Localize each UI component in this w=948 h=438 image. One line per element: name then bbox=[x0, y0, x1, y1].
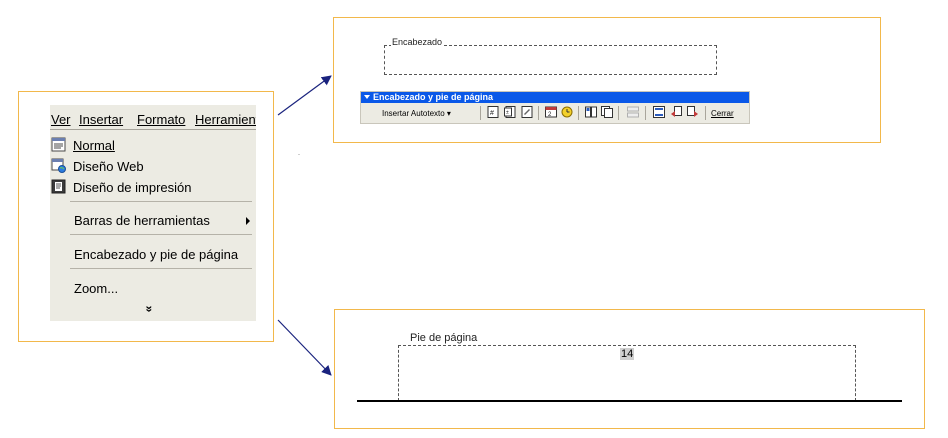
switch-header-footer-icon[interactable] bbox=[653, 106, 665, 118]
toolbar-separator bbox=[578, 106, 579, 120]
same-as-previous-icon[interactable] bbox=[627, 106, 639, 118]
normal-view-icon bbox=[51, 137, 66, 152]
menu-item-label: Encabezado y pie de página bbox=[74, 247, 239, 262]
stray-dot bbox=[298, 154, 300, 155]
print-layout-icon bbox=[51, 179, 66, 194]
toolbar-separator bbox=[538, 106, 539, 120]
menu-item-label: Diseño Web bbox=[73, 159, 144, 174]
header-area[interactable] bbox=[384, 45, 717, 75]
toolbar-separator bbox=[645, 106, 646, 120]
show-hide-document-text-icon[interactable] bbox=[601, 106, 613, 118]
menu-separator bbox=[70, 234, 252, 235]
footer-editing-frame: Pie de página 14 bbox=[334, 309, 925, 429]
header-caption: Encabezado bbox=[391, 37, 444, 47]
page-number-icon[interactable]: # bbox=[487, 106, 499, 118]
footer-caption: Pie de página bbox=[409, 332, 479, 344]
view-menu: Ver Insertar Formato Herramient Normal bbox=[50, 105, 256, 321]
menu-item-label: Barras de herramientas bbox=[74, 213, 210, 228]
menu-item-label: Normal bbox=[73, 138, 115, 153]
menu-item-label: Zoom... bbox=[74, 281, 119, 296]
arrow-to-header bbox=[277, 75, 332, 116]
menu-bar: Ver Insertar Formato Herramient bbox=[50, 108, 256, 128]
show-next-icon[interactable] bbox=[687, 106, 699, 118]
menu-item-normal[interactable]: Normal bbox=[50, 136, 256, 156]
insert-autotext-button[interactable]: Insertar Autotexto ▾ bbox=[382, 109, 451, 118]
page-bottom-line bbox=[357, 400, 902, 402]
insert-time-icon[interactable] bbox=[561, 106, 573, 118]
toolbar-separator bbox=[480, 106, 481, 120]
format-page-number-icon[interactable] bbox=[521, 106, 533, 118]
menu-item-label: Diseño de impresión bbox=[73, 180, 192, 195]
menu-item-web-layout[interactable]: Diseño Web bbox=[50, 157, 256, 177]
svg-text:2: 2 bbox=[548, 112, 552, 118]
header-footer-toolbar: Encabezado y pie de página Insertar Auto… bbox=[360, 91, 750, 124]
menu-insertar[interactable]: Insertar bbox=[79, 112, 124, 127]
submenu-arrow-icon bbox=[246, 217, 250, 225]
menu-item-zoom[interactable]: Zoom... bbox=[50, 279, 256, 299]
svg-text:±: ± bbox=[506, 110, 509, 116]
svg-text:#: # bbox=[490, 110, 494, 117]
expand-menu-icon[interactable]: » bbox=[142, 305, 157, 313]
view-menu-frame: Ver Insertar Formato Herramient Normal bbox=[18, 91, 274, 342]
menu-item-header-footer[interactable]: Encabezado y pie de página bbox=[50, 245, 256, 265]
menu-separator bbox=[70, 201, 252, 202]
toolbar-separator bbox=[618, 106, 619, 120]
menu-item-print-layout[interactable]: Diseño de impresión bbox=[50, 178, 256, 198]
number-of-pages-icon[interactable]: ± bbox=[504, 106, 516, 118]
menu-bar-divider bbox=[50, 129, 256, 130]
header-editing-frame: Encabezado Encabezado y pie de página In… bbox=[333, 17, 881, 143]
insert-date-icon[interactable]: 2 bbox=[545, 106, 557, 118]
menu-ver[interactable]: Ver bbox=[51, 112, 71, 127]
close-toolbar-button[interactable]: Cerrar bbox=[711, 109, 734, 118]
toolbar-options-icon[interactable] bbox=[364, 95, 370, 99]
menu-formato[interactable]: Formato bbox=[137, 112, 186, 127]
page-number-field[interactable]: 14 bbox=[620, 348, 635, 360]
menu-separator bbox=[70, 268, 252, 269]
menu-item-toolbars[interactable]: Barras de herramientas bbox=[50, 211, 256, 231]
toolbar-title-bar[interactable]: Encabezado y pie de página bbox=[361, 92, 749, 103]
web-layout-icon bbox=[51, 158, 66, 173]
show-previous-icon[interactable] bbox=[670, 106, 682, 118]
toolbar-separator bbox=[705, 106, 706, 120]
page-setup-icon[interactable] bbox=[585, 106, 597, 118]
toolbar-title: Encabezado y pie de página bbox=[373, 92, 494, 102]
arrow-to-footer bbox=[277, 319, 332, 376]
menu-herramientas[interactable]: Herramient bbox=[195, 112, 256, 127]
